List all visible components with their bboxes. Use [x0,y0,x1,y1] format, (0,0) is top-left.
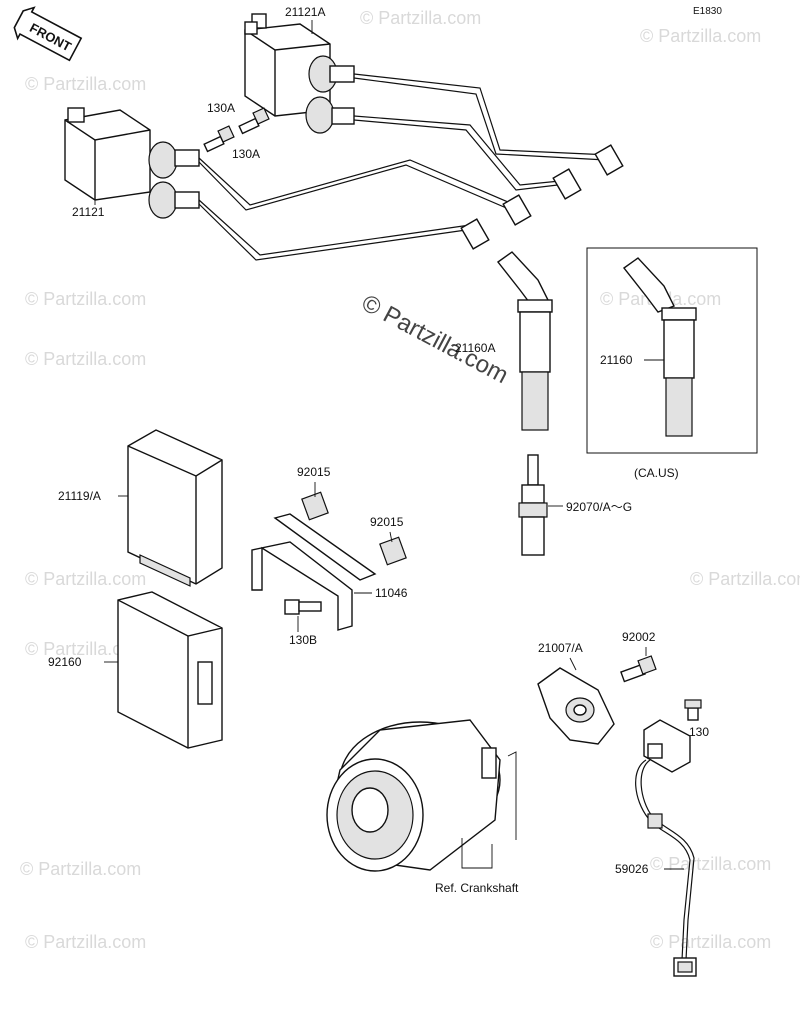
label-130a-1: 130A [207,101,235,115]
label-92070: 92070/A～G [566,500,632,514]
watermark-text: © Partzilla.com [25,569,146,589]
watermark-text: © Partzilla.com [690,569,800,589]
bolt-130 [684,699,702,721]
label-11046: 11046 [375,586,408,600]
spark-plug [518,454,548,556]
bolts-130a [203,107,270,153]
rubber-cover [117,591,223,749]
watermark-text: © Partzilla.com [640,26,761,46]
pickup-coil [635,719,697,977]
label-ca-us: (CA.US) [634,466,679,480]
timing-rotor [537,667,615,745]
label-130b: 130B [289,633,317,647]
ca-us-box [586,247,758,454]
plug-cap-a [496,251,553,431]
label-130a-2: 130A [232,147,260,161]
igniter [127,429,223,587]
label-21160: 21160 [600,353,633,367]
bracket [251,491,407,631]
watermark-text: © Partzilla.com [25,932,146,952]
ht-leads [198,73,624,261]
label-92015-2: 92015 [370,515,404,529]
diagram-id: E1830 [693,6,722,17]
watermark-text: © Partzilla.com [25,289,146,309]
watermark-text: © Partzilla.com [25,639,146,659]
ignition-coil-upper [244,13,355,134]
label-92002: 92002 [622,630,656,644]
front-arrow: FRONT [13,6,83,62]
watermark-text: © Partzilla.com [25,74,146,94]
label-21119: 21119/A [58,489,101,503]
watermark-text: © Partzilla.com [20,859,141,879]
label-21121a: 21121A [285,5,325,19]
watermark-text: © Partzilla.com [650,854,771,874]
label-92015-1: 92015 [297,465,331,479]
label-59026: 59026 [615,862,649,876]
label-crankshaft: Ref. Crankshaft [435,881,519,895]
label-130: 130 [689,725,709,739]
watermark-text: © Partzilla.com [650,932,771,952]
watermark-text: © Partzilla.com [25,349,146,369]
crankshaft-end [326,719,517,872]
front-arrow-icon [13,6,83,62]
ignition-coil-lower [64,107,200,219]
label-21007: 21007/A [538,641,583,655]
label-21121: 21121 [72,205,105,219]
label-92160: 92160 [48,655,82,669]
label-21160a: 21160A [455,341,495,355]
watermark-center: © Partzilla.com [357,289,512,389]
bolt-92002 [620,655,657,683]
watermark-text: © Partzilla.com [360,8,481,28]
